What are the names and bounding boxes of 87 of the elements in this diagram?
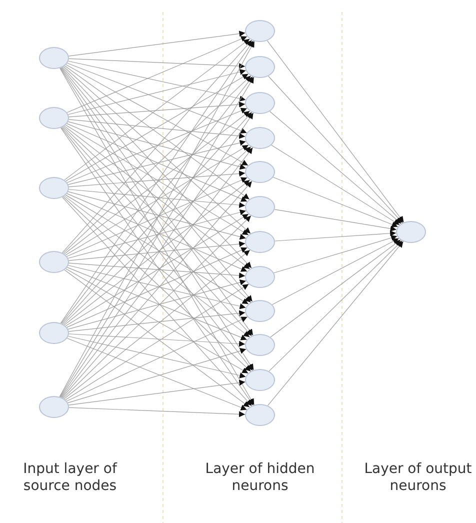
connection-arrow xyxy=(68,310,246,332)
neuron-circle xyxy=(245,127,275,149)
connection-arrow xyxy=(268,240,402,372)
connection-arrow xyxy=(65,144,249,256)
neuron-circle xyxy=(245,20,275,42)
neuron-circle xyxy=(39,177,69,199)
neuron-circle xyxy=(39,396,69,418)
connection-arrow xyxy=(68,334,246,347)
connection-arrow xyxy=(66,316,248,402)
neuron-circle xyxy=(245,56,275,78)
connection-arrow xyxy=(65,74,249,182)
connection-arrow xyxy=(268,76,403,224)
connection-arrow xyxy=(274,234,398,274)
connection-arrow xyxy=(66,338,248,410)
connection-arrow xyxy=(269,111,402,224)
layer-caption: Input layer of source nodes xyxy=(22,461,118,495)
connection-arrow xyxy=(68,262,246,278)
connection-arrow xyxy=(68,140,246,185)
connection-arrow xyxy=(68,380,246,406)
connection-arrow xyxy=(66,62,248,134)
connection-arrow xyxy=(68,69,246,115)
neuron-circle xyxy=(39,251,69,273)
connection-arrow xyxy=(68,189,246,208)
connection-arrow xyxy=(68,265,246,310)
connection-arrow xyxy=(62,196,252,372)
connection-arrow xyxy=(62,126,252,303)
connection-arrow xyxy=(64,250,250,400)
connection-arrow xyxy=(68,191,246,240)
connection-arrow xyxy=(68,121,246,170)
connection-arrow xyxy=(267,241,404,406)
connection-arrow xyxy=(62,146,252,325)
connection-arrow xyxy=(68,60,246,102)
connection-arrow xyxy=(68,170,246,188)
connection-arrow xyxy=(64,180,250,326)
connection-arrow xyxy=(266,40,404,223)
layer-caption: Layer of output neurons xyxy=(363,461,473,495)
connection-arrow xyxy=(68,336,246,378)
connection-arrow xyxy=(66,193,248,272)
connection-arrow xyxy=(68,407,246,418)
neuron-circle xyxy=(39,47,69,69)
connection-arrow xyxy=(63,66,251,234)
connection-arrow xyxy=(68,348,246,404)
connection-arrow xyxy=(66,36,248,113)
neuron-circle xyxy=(245,300,275,322)
neuron-circle xyxy=(245,334,275,356)
connection-arrow xyxy=(66,267,248,340)
connection-arrow xyxy=(68,30,246,56)
neuron-circle xyxy=(245,266,275,288)
connection-arrow xyxy=(64,196,250,338)
connection-arrow xyxy=(65,194,249,304)
connection-arrow xyxy=(274,230,396,242)
connection-arrow xyxy=(270,240,401,338)
connection-arrow xyxy=(64,270,250,408)
connection-arrow xyxy=(64,126,250,270)
connection-arrow xyxy=(64,38,250,180)
connection-arrow xyxy=(274,209,397,232)
connection-arrow xyxy=(66,177,248,257)
connection-arrow xyxy=(68,280,246,330)
connection-arrow xyxy=(66,123,248,202)
connection-arrow xyxy=(62,40,252,254)
connection-arrow xyxy=(64,65,250,200)
neuron-circle xyxy=(245,161,275,183)
neuron-circle xyxy=(245,92,275,114)
connection-arrow xyxy=(272,238,400,305)
neuron-circle xyxy=(245,231,275,253)
neuron-circle xyxy=(245,196,275,218)
connection-arrow xyxy=(271,144,400,226)
connection-arrow xyxy=(65,124,249,236)
connection-arrow xyxy=(272,176,398,228)
connection-arrow xyxy=(64,110,250,254)
connection-arrow xyxy=(66,268,248,374)
connection-arrow xyxy=(68,119,246,139)
connection-arrow xyxy=(68,209,246,259)
neuron-circle xyxy=(396,221,426,243)
connection-arrow xyxy=(68,241,246,261)
connection-arrow xyxy=(66,108,248,183)
neuron-circle xyxy=(39,107,69,129)
connection-arrow xyxy=(66,247,248,328)
connection-arrow xyxy=(65,284,249,400)
neuron-circle xyxy=(245,369,275,391)
neuron-circle xyxy=(39,322,69,344)
layer-caption: Layer of hidden neurons xyxy=(204,461,316,495)
connection-arrow xyxy=(65,214,249,326)
neuron-circle xyxy=(245,404,275,426)
connection-arrow xyxy=(66,64,248,166)
connection-arrow xyxy=(68,102,246,118)
connection-arrow xyxy=(68,58,246,70)
